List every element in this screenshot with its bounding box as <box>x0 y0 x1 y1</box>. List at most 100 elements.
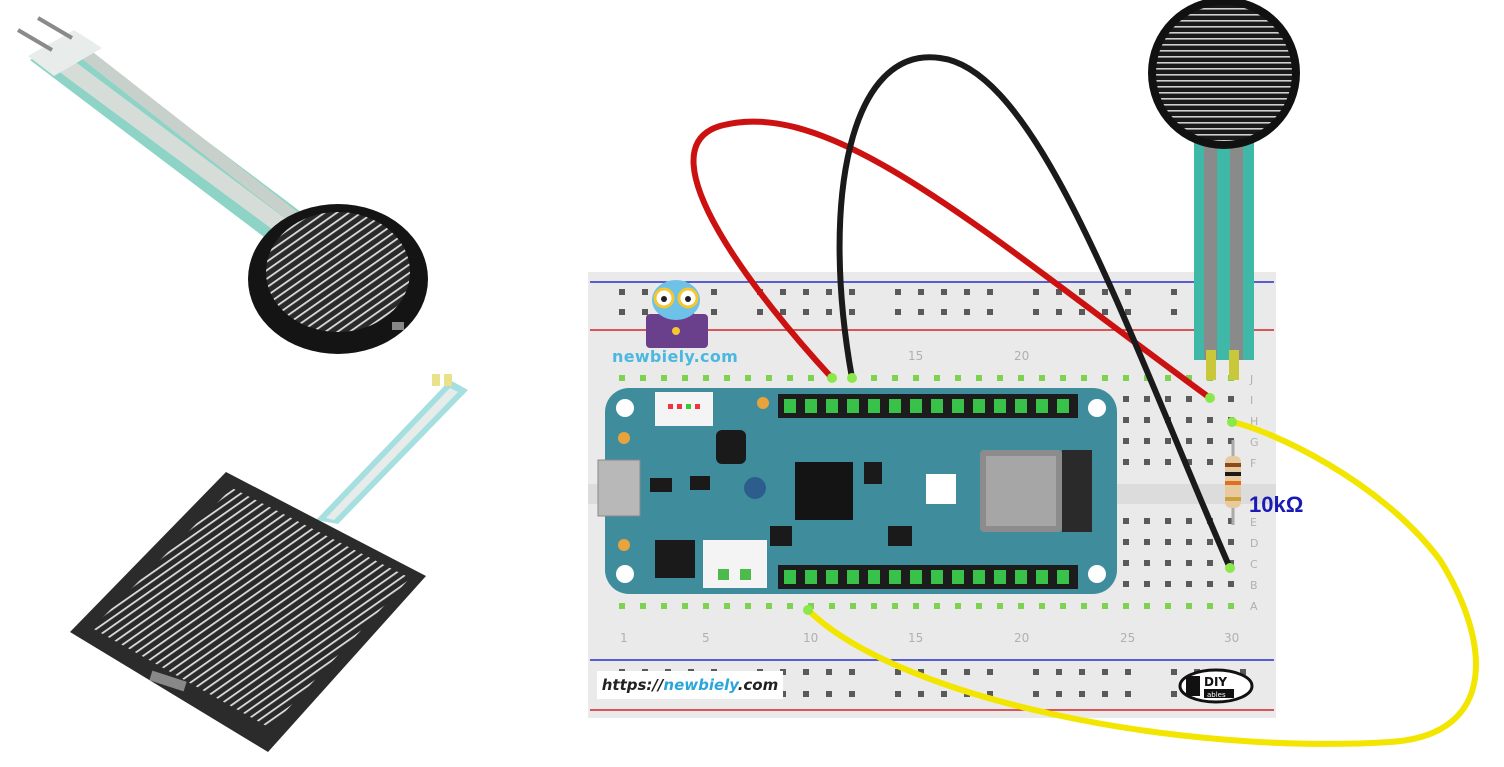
breadboard-hole <box>1125 289 1131 295</box>
row-letter-i: I <box>1250 394 1253 407</box>
breadboard-hole <box>1186 581 1192 587</box>
breadboard-hole <box>1123 417 1129 423</box>
breadboard-hole <box>895 691 901 697</box>
breadboard-hole <box>1123 560 1129 566</box>
breadboard-hole <box>642 309 648 315</box>
breadboard-hole <box>1123 603 1129 609</box>
header-pin <box>1036 399 1048 413</box>
usb-connector <box>597 459 641 517</box>
breadboard-hole <box>1186 603 1192 609</box>
breadboard-hole <box>1207 560 1213 566</box>
breadboard-hole <box>941 289 947 295</box>
breadboard-hole <box>1102 603 1108 609</box>
breadboard-hole <box>1171 691 1177 697</box>
breadboard-hole <box>1228 396 1234 402</box>
header-pin <box>805 399 817 413</box>
header-pin <box>868 570 880 584</box>
header-pin <box>994 570 1006 584</box>
breadboard-hole <box>1102 375 1108 381</box>
breadboard-hole <box>1056 309 1062 315</box>
breadboard-hole <box>661 603 667 609</box>
breadboard-hole <box>1165 375 1171 381</box>
breadboard-hole <box>941 669 947 675</box>
breadboard-hole <box>1165 603 1171 609</box>
header-pin <box>1015 570 1027 584</box>
breadboard-hole <box>661 375 667 381</box>
breadboard-hole <box>803 691 809 697</box>
site-url-badge[interactable]: https://newbiely.com <box>597 671 783 699</box>
breadboard-hole <box>850 603 856 609</box>
header-pin <box>847 399 859 413</box>
breadboard-hole <box>1171 289 1177 295</box>
header-pin <box>826 399 838 413</box>
breadboard-hole <box>1186 560 1192 566</box>
breadboard-hole <box>871 603 877 609</box>
breadboard-hole <box>711 289 717 295</box>
row-letter-j: J <box>1249 373 1253 386</box>
breadboard-hole <box>826 309 832 315</box>
breadboard-hole <box>913 603 919 609</box>
breadboard-hole <box>1079 289 1085 295</box>
row-letter-g: G <box>1250 436 1259 449</box>
breadboard-hole <box>1186 518 1192 524</box>
breadboard-hole <box>619 289 625 295</box>
breadboard-hole <box>964 669 970 675</box>
header-pin <box>910 399 922 413</box>
breadboard-hole <box>780 309 786 315</box>
column-number-20: 20 <box>1014 631 1029 645</box>
breadboard-hole <box>987 669 993 675</box>
breadboard-hole <box>1228 581 1234 587</box>
breadboard-hole <box>987 309 993 315</box>
breadboard-hole <box>640 603 646 609</box>
breadboard-hole <box>976 375 982 381</box>
yellow-wire <box>805 419 1479 747</box>
breadboard-hole <box>1060 603 1066 609</box>
breadboard-hole <box>757 309 763 315</box>
row-letter-e: E <box>1250 516 1257 529</box>
breadboard-hole <box>829 603 835 609</box>
breadboard-hole <box>1079 691 1085 697</box>
breadboard-hole <box>787 375 793 381</box>
breadboard-hole <box>1039 603 1045 609</box>
breadboard-hole <box>1123 396 1129 402</box>
breadboard-hole <box>1102 289 1108 295</box>
breadboard-hole <box>1102 669 1108 675</box>
url-prefix: https:// <box>601 676 664 694</box>
header-pin <box>931 399 943 413</box>
breadboard-hole <box>871 375 877 381</box>
breadboard-hole <box>1171 309 1177 315</box>
breadboard-hole <box>1081 375 1087 381</box>
breadboard-hole <box>1144 417 1150 423</box>
breadboard-hole <box>803 289 809 295</box>
header-pin <box>784 399 796 413</box>
breadboard-hole <box>1186 459 1192 465</box>
breadboard-hole <box>1039 375 1045 381</box>
breadboard-hole <box>955 603 961 609</box>
breadboard-hole <box>895 669 901 675</box>
row-letter-d: D <box>1250 537 1258 550</box>
breadboard-hole <box>1144 518 1150 524</box>
breadboard-hole <box>803 309 809 315</box>
breadboard-hole <box>1207 581 1213 587</box>
breadboard-hole <box>941 691 947 697</box>
header-pin <box>973 570 985 584</box>
breadboard-hole <box>987 691 993 697</box>
newbiely-owl-logo <box>646 280 708 348</box>
logo-subtext: ables <box>1207 691 1226 699</box>
breadboard-hole <box>1033 309 1039 315</box>
row-letter-f: F <box>1250 457 1256 470</box>
breadboard-hole <box>1165 518 1171 524</box>
breadboard-hole <box>642 289 648 295</box>
header-pin <box>994 399 1006 413</box>
breadboard-hole <box>1186 438 1192 444</box>
arduino-mkr-board <box>597 388 1117 594</box>
breadboard-hole <box>964 289 970 295</box>
breadboard-hole <box>1079 669 1085 675</box>
breadboard-hole <box>1240 669 1246 675</box>
breadboard-hole <box>1144 438 1150 444</box>
column-number-25: 25 <box>1120 631 1135 645</box>
breadboard-hole <box>1207 417 1213 423</box>
breadboard-hole <box>1165 560 1171 566</box>
column-number-20-top: 20 <box>1014 349 1029 363</box>
breadboard-hole <box>780 691 786 697</box>
